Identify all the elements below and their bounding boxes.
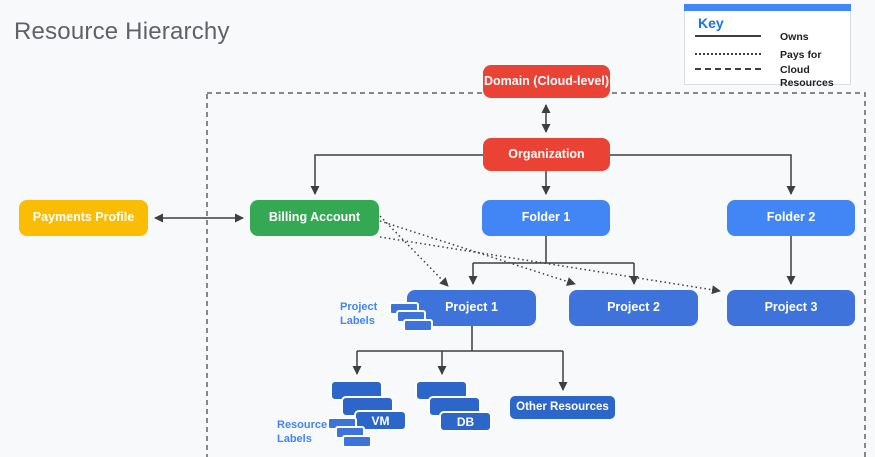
legend-panel: Key Owns Pays for Cloud Resources	[684, 4, 851, 89]
node-folder-1: Folder 1	[482, 200, 610, 236]
edge-billing-project1-dotted	[379, 215, 449, 287]
dotted-line-sample	[695, 53, 761, 55]
node-project-2: Project 2	[569, 290, 698, 326]
resource-labels-annotation: Resource Labels	[277, 419, 328, 446]
node-domain: Domain (Cloud-level)	[483, 65, 610, 98]
project-labels-annotation: Project Labels	[340, 301, 378, 328]
legend-row-owns: Owns	[695, 31, 845, 44]
project-label-chip	[403, 319, 433, 332]
node-db: DB	[439, 411, 492, 432]
legend-title: Key	[698, 15, 724, 31]
dashed-line-sample	[695, 68, 761, 70]
edge-organization-folder2	[610, 154, 796, 195]
legend-accent-bar	[684, 4, 851, 11]
legend-row-cloud-resources: Cloud Resources	[695, 64, 845, 89]
edge-organization-billing	[310, 154, 483, 195]
legend-row-pays-for: Pays for	[695, 49, 845, 62]
node-organization: Organization	[483, 138, 610, 171]
node-project-3: Project 3	[727, 290, 855, 326]
node-billing-account: Billing Account	[250, 200, 379, 236]
edge-billing-project3-dotted	[379, 236, 721, 295]
resource-label-chip	[342, 435, 372, 448]
page-title: Resource Hierarchy	[14, 18, 230, 45]
node-folder-2: Folder 2	[727, 200, 855, 236]
legend-label: Cloud Resources	[780, 64, 834, 89]
node-payments-profile: Payments Profile	[19, 200, 148, 236]
solid-line-sample	[695, 35, 761, 37]
node-other-resources: Other Resources	[510, 396, 615, 419]
legend-label: Owns	[780, 31, 809, 43]
legend-label: Pays for	[780, 49, 822, 61]
